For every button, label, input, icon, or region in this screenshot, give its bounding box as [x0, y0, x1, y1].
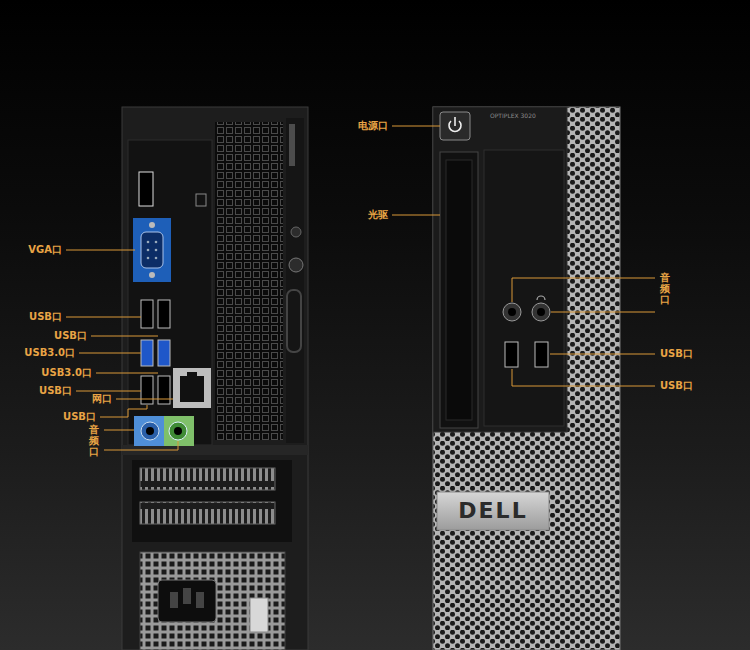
port-label: 电源口	[358, 120, 388, 132]
port-label: 音频口	[660, 272, 670, 305]
port-label: VGA口	[28, 244, 62, 256]
port-label: USB3.0口	[24, 347, 75, 359]
port-label: USB3.0口	[41, 367, 92, 379]
port-label: USB口	[660, 380, 693, 392]
port-label: USB口	[39, 385, 72, 397]
port-label: OPTIPLEX 3020	[490, 112, 536, 119]
port-label: 音频口	[89, 424, 99, 457]
front-chassis	[433, 107, 620, 650]
port-label: USB口	[660, 348, 693, 360]
port-label: USB口	[29, 311, 62, 323]
port-label: 网口	[92, 393, 112, 405]
brand-badge-text: DELL	[458, 498, 527, 524]
rear-ports	[133, 172, 211, 446]
port-label: USB口	[63, 411, 96, 423]
port-label: USB口	[54, 330, 87, 342]
rear-chassis	[122, 107, 308, 650]
port-label: 光驱	[368, 209, 388, 221]
leader-lines	[66, 126, 655, 450]
